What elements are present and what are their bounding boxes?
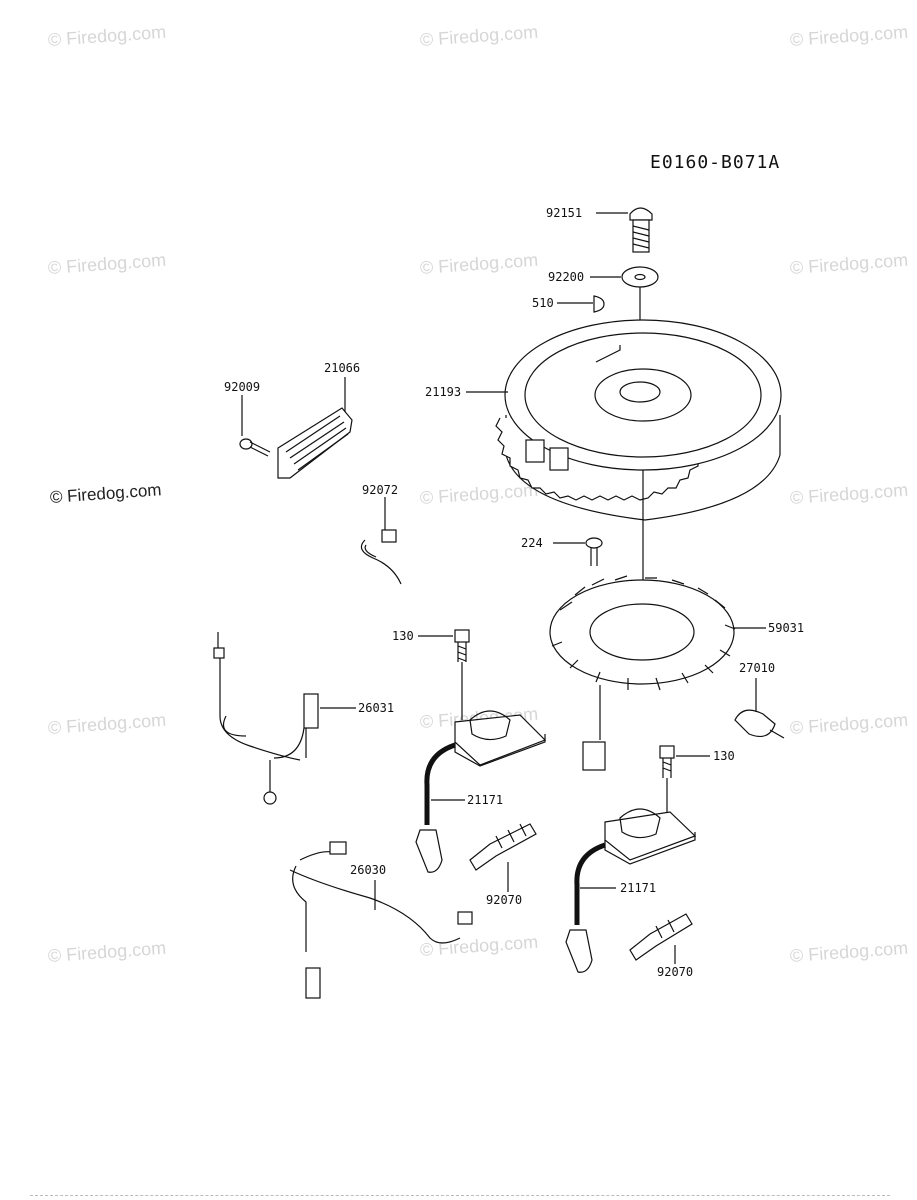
part-label-92072[interactable]: 92072 <box>362 483 399 497</box>
part-label-21171[interactable]: 21171 <box>620 881 657 895</box>
part-label-510[interactable]: 510 <box>532 296 554 310</box>
part-label-21066[interactable]: 21066 <box>324 361 361 375</box>
page-footer-rule <box>30 1195 890 1197</box>
flywheel-icon[interactable] <box>466 319 782 600</box>
spark-plug-icon[interactable] <box>469 823 537 892</box>
part-label-21193[interactable]: 21193 <box>425 385 462 399</box>
regulator-icon[interactable] <box>277 377 353 479</box>
bolt-icon[interactable] <box>659 745 710 820</box>
bolt-icon[interactable] <box>596 207 653 253</box>
part-label-92151[interactable]: 92151 <box>546 206 583 220</box>
diagram-code: E0160-B071A <box>650 152 781 173</box>
wire-lead-icon[interactable] <box>289 841 473 999</box>
part-label-92070[interactable]: 92070 <box>486 893 523 907</box>
part-label-130[interactable]: 130 <box>392 629 414 643</box>
bolt-icon[interactable] <box>418 629 470 720</box>
stator-icon[interactable] <box>549 575 766 771</box>
ignition-coil-icon[interactable] <box>565 808 697 973</box>
screw-icon[interactable] <box>239 395 271 457</box>
spark-plug-icon[interactable] <box>629 913 693 964</box>
part-label-92070[interactable]: 92070 <box>657 965 694 979</box>
washer-icon[interactable] <box>590 266 659 288</box>
ignition-coil-icon[interactable] <box>415 710 547 873</box>
part-label-26031[interactable]: 26031 <box>358 701 395 715</box>
part-label-26030[interactable]: 26030 <box>350 863 387 877</box>
screw-icon[interactable] <box>553 537 603 566</box>
part-label-27010[interactable]: 27010 <box>739 661 776 675</box>
switch-icon[interactable] <box>734 678 785 739</box>
wire-lead-icon[interactable] <box>213 632 356 805</box>
part-label-21171[interactable]: 21171 <box>467 793 504 807</box>
key-icon[interactable] <box>557 295 605 313</box>
part-label-59031[interactable]: 59031 <box>768 621 805 635</box>
part-label-92009[interactable]: 92009 <box>224 380 261 394</box>
part-label-224[interactable]: 224 <box>521 536 543 550</box>
part-label-92200[interactable]: 92200 <box>548 270 585 284</box>
part-label-130[interactable]: 130 <box>713 749 735 763</box>
band-icon[interactable] <box>360 497 402 585</box>
